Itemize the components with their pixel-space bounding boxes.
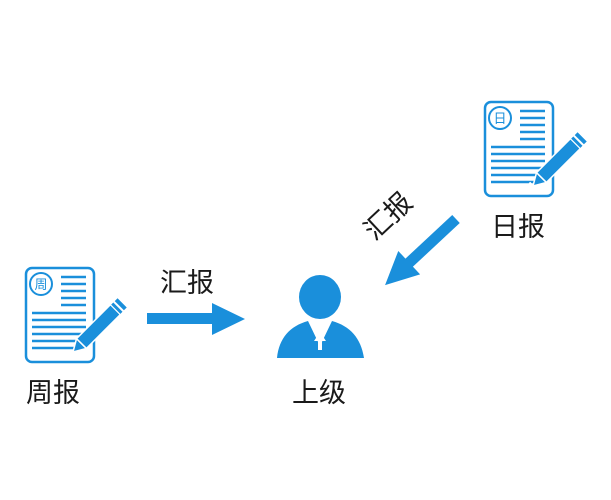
superior-label: 上级 [292,378,346,409]
weekly-report-pencil-icon [71,296,129,354]
arrow-weekly-to-superior [147,303,245,335]
edge-label-weekly: 汇报 [160,268,214,299]
daily-report-pencil-icon [528,130,589,191]
arrow-daily-to-superior [385,214,460,286]
daily-report-document-icon: 日 [483,100,555,198]
weekly-report-label: 周报 [26,378,80,409]
daily-badge-text: 日 [493,112,506,127]
superior-person-icon [277,275,364,358]
weekly-badge-text: 周 [34,278,47,293]
daily-report-label: 日报 [491,212,545,243]
